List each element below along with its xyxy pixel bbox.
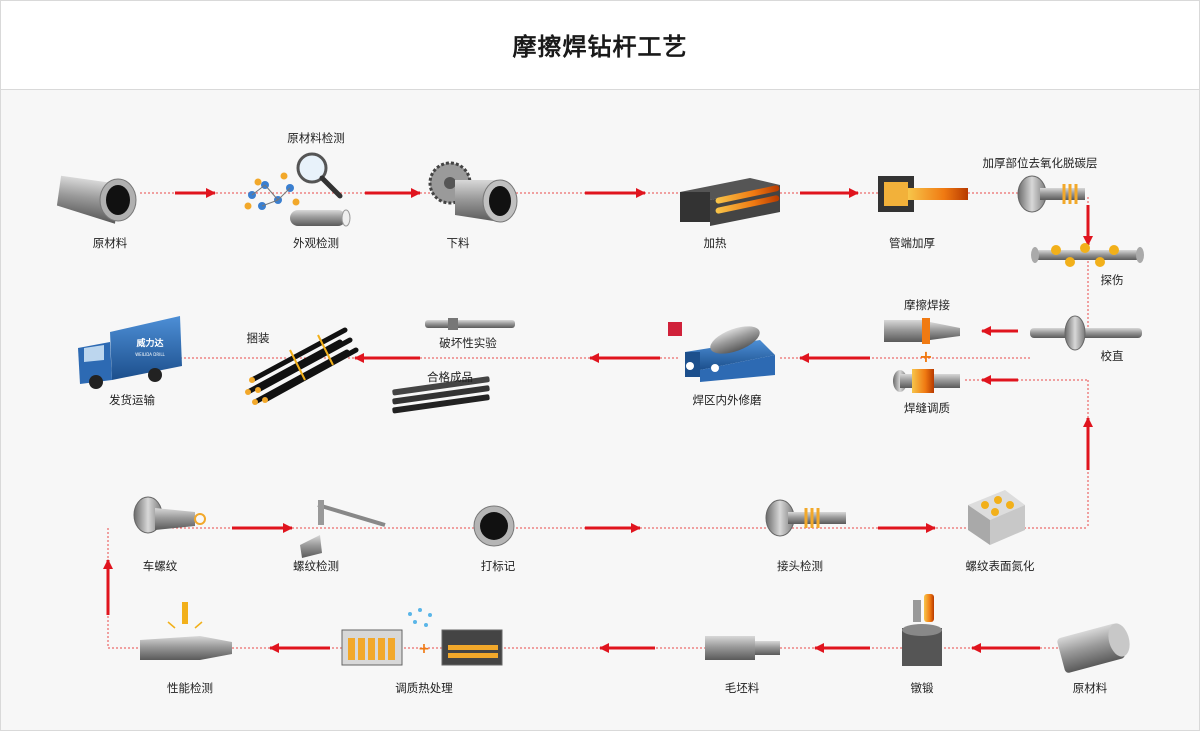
label-material-inspection: 原材料检测 <box>287 131 345 145</box>
thread-gauge-icon <box>300 500 386 558</box>
raw-pipe-icon <box>56 175 137 224</box>
label-straightening: 校直 <box>1100 349 1124 363</box>
title-bar: 摩擦焊钻杆工艺 <box>1 1 1199 90</box>
blank-billet-icon <box>705 636 780 660</box>
straightening-icon <box>1030 315 1142 351</box>
raw-bar-icon <box>1057 623 1130 673</box>
label-shipping: 发货运输 <box>109 393 155 407</box>
truck-brand-subtext: WEILIDA DRILL <box>135 352 165 357</box>
label-weld-grinding: 焊区内外修磨 <box>692 393 762 407</box>
weld-tempering-icon <box>893 369 960 393</box>
label-decarburization: 加厚部位去氧化脱碳层 <box>982 156 1098 170</box>
marking-pipe-icon <box>473 505 515 547</box>
flaw-detection-icon <box>1031 243 1144 267</box>
label-joint-inspection: 接头检测 <box>777 559 823 573</box>
label-finished-products: 合格成品 <box>427 370 473 384</box>
threading-lathe-icon <box>133 496 206 534</box>
label-friction-welding: 摩擦焊接 <box>904 298 950 312</box>
nitriding-box-icon <box>968 490 1025 545</box>
label-heating: 加热 <box>703 236 727 250</box>
diagram-title: 摩擦焊钻杆工艺 <box>512 33 688 61</box>
truck-brand-text: 威力达 <box>136 337 163 349</box>
material-inspection-icon <box>244 152 351 227</box>
label-destructive-test: 破坏性实验 <box>439 336 497 350</box>
weld-grinding-icon <box>668 322 775 382</box>
label-heat-treatment: 调质热处理 <box>395 681 453 695</box>
label-weld-tempering: 焊缝调质 <box>904 401 950 415</box>
plus-sign: + <box>919 347 932 366</box>
performance-test-icon <box>140 602 232 660</box>
bundled-pipes-icon <box>245 327 359 405</box>
destructive-test-icon <box>425 318 515 330</box>
label-threading: 车螺纹 <box>142 559 178 573</box>
joint-inspection-icon <box>765 499 846 537</box>
label-raw-material: 原材料 <box>92 236 128 250</box>
heat-treatment-icon: + <box>341 608 503 666</box>
flow-arrows <box>103 188 1093 653</box>
label-appearance-inspection: 外观检测 <box>293 236 339 250</box>
dotted-flow-path <box>100 192 1089 649</box>
end-upsetting-icon <box>878 176 968 212</box>
label-raw-bar: 原材料 <box>1072 681 1108 695</box>
cutting-saw-icon <box>428 161 518 223</box>
label-performance-test: 性能检测 <box>167 681 213 695</box>
finished-products-icon <box>392 376 490 414</box>
decarburization-removal-icon <box>1017 175 1085 213</box>
label-end-upsetting: 管端加厚 <box>889 236 935 250</box>
friction-welding-icon <box>884 318 960 344</box>
label-thread-inspection: 螺纹检测 <box>293 559 339 573</box>
label-thread-nitriding: 螺纹表面氮化 <box>965 559 1035 573</box>
upset-forging-icon <box>902 594 942 666</box>
label-bundling: 捆装 <box>246 331 270 345</box>
label-flaw-detection: 探伤 <box>1100 273 1124 287</box>
label-cutting: 下料 <box>446 236 470 250</box>
label-upset-forging: 镦锻 <box>910 681 934 695</box>
heating-furnace-icon <box>680 178 780 226</box>
plus-sign: + <box>418 641 430 657</box>
delivery-truck-icon: 威力达 WEILIDA DRILL <box>78 316 182 389</box>
label-blank: 毛坯料 <box>724 681 760 695</box>
label-marking: 打标记 <box>480 559 516 573</box>
